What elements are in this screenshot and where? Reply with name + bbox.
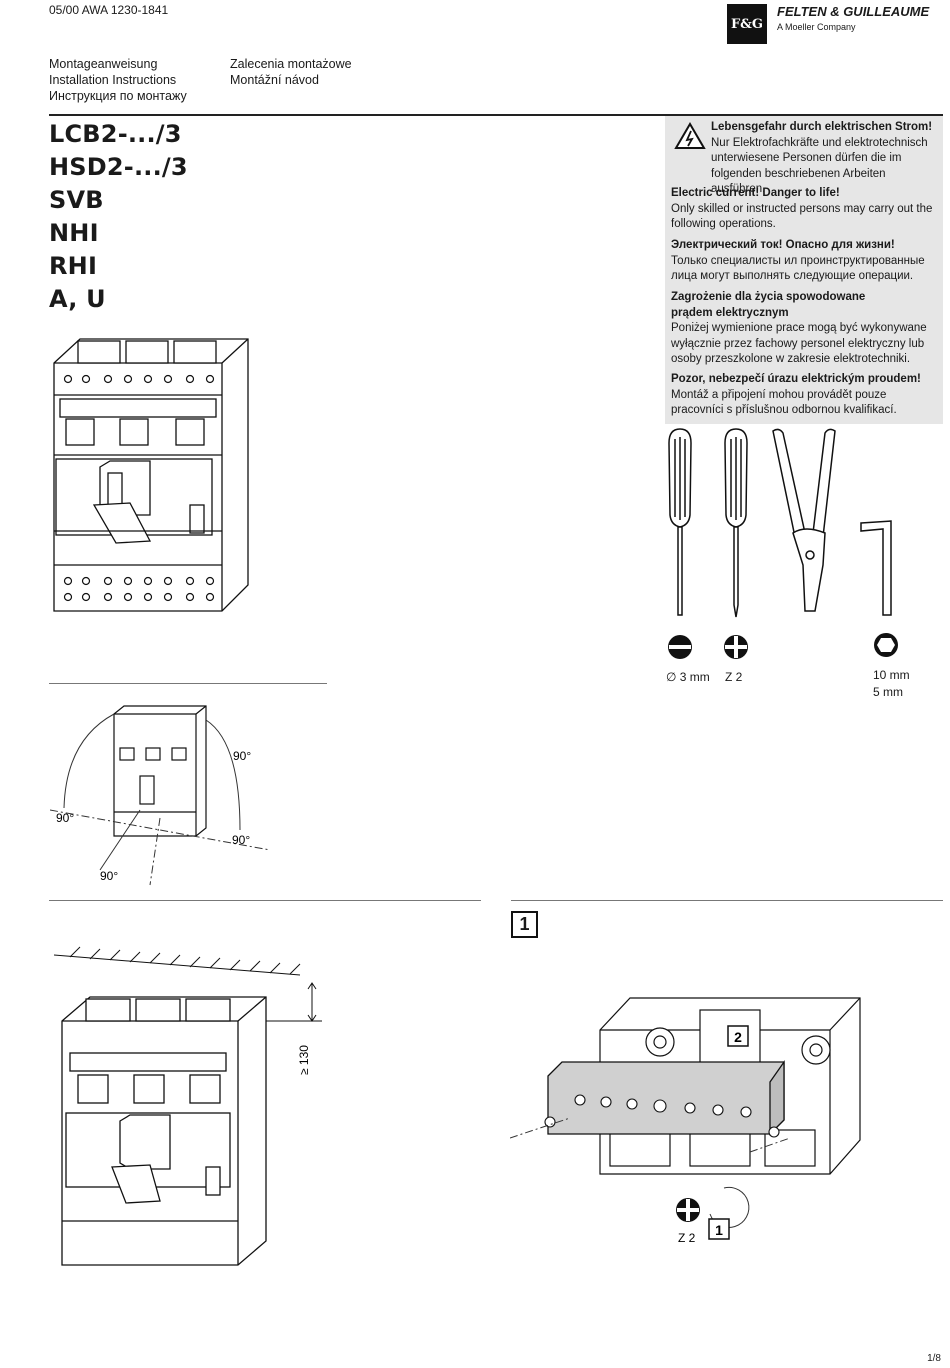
document-number: 05/00 AWA 1230-1841 bbox=[49, 3, 169, 17]
model-a-u: A, U bbox=[49, 285, 106, 313]
warning-cz-title: Pozor, nebezpečí úrazu elektrickým proud… bbox=[671, 373, 921, 385]
slotted-screwdriver-icon bbox=[668, 428, 692, 616]
phillips-bit-icon bbox=[724, 635, 748, 659]
warning-de-title: Lebensgefahr durch elektrischen Strom! bbox=[711, 121, 933, 133]
warning-pl-body: Poniżej wymienione prace mogą być wykony… bbox=[671, 322, 927, 365]
callout-2-label: 2 bbox=[734, 1029, 742, 1045]
phillips-size-label: Z 2 bbox=[725, 670, 743, 684]
warning-cz: Pozor, nebezpečí úrazu elektrickým proud… bbox=[671, 372, 941, 419]
model-list: LCB2-.../3 HSD2-.../3 SVB NHI RHI A, U bbox=[49, 118, 188, 316]
tools-illustration bbox=[668, 428, 898, 659]
model-rhi: RHI bbox=[49, 252, 98, 280]
warning-pl-title: Zagrożenie dla życia spowodowane prądem … bbox=[671, 291, 866, 319]
section-divider-1 bbox=[49, 683, 327, 684]
callout-2-box bbox=[727, 1025, 749, 1047]
warning-cz-body: Montáž a připojení mohou provádět pouze … bbox=[671, 388, 897, 417]
title-block-left: Montageanweisung Installation Instructio… bbox=[49, 56, 187, 104]
title-de: Montageanweisung bbox=[49, 57, 158, 71]
slotted-size-label: ∅ 3 mm bbox=[666, 670, 710, 684]
angle-label-right-top: 90° bbox=[233, 749, 251, 763]
high-voltage-warning-icon bbox=[674, 122, 706, 149]
brand-subtitle: A Moeller Company bbox=[777, 22, 856, 32]
warning-de: Lebensgefahr durch elektrischen Strom! N… bbox=[711, 120, 941, 198]
angle-label-bottom: 90° bbox=[100, 869, 118, 883]
hex-key-icon bbox=[860, 520, 892, 616]
callout-1-label: 1 bbox=[715, 1222, 723, 1238]
brand-logo: F&G bbox=[727, 4, 767, 44]
title-en: Installation Instructions bbox=[49, 73, 177, 87]
slot-bit-icon bbox=[668, 635, 692, 659]
step-1-illustration: 2 1 Z 2 bbox=[510, 997, 861, 1245]
title-ru: Инструкция по монтажу bbox=[49, 89, 187, 103]
phillips-screwdriver-icon bbox=[724, 428, 748, 618]
title-block-right: Zalecenia montażowe Montážní návod bbox=[230, 56, 352, 88]
angle-label-right-bottom: 90° bbox=[232, 833, 250, 847]
clearance-illustration: ≥ 130 bbox=[53, 946, 322, 1266]
model-svb: SVB bbox=[49, 186, 104, 214]
pliers-icon bbox=[772, 428, 836, 612]
model-lcb2: LCB2-.../3 bbox=[49, 120, 182, 148]
warning-en-body: Only skilled or instructed persons may c… bbox=[671, 202, 933, 231]
callout-1-box bbox=[708, 1218, 730, 1240]
section-divider-2 bbox=[49, 900, 481, 901]
page-number: 1/8 bbox=[927, 1353, 941, 1364]
header-rule bbox=[49, 114, 943, 116]
step-tool-label: Z 2 bbox=[678, 1231, 696, 1245]
model-nhi: NHI bbox=[49, 219, 99, 247]
circuit-breaker-illustration bbox=[53, 338, 249, 612]
hex-size-label-1: 10 mm bbox=[873, 668, 910, 682]
warning-ru-body: Только специалисты ил проинструктированн… bbox=[671, 254, 925, 283]
title-cz: Montážní návod bbox=[230, 73, 319, 87]
warning-en-title: Electric current! Danger to life! bbox=[671, 187, 840, 199]
phillips-bit-icon-step bbox=[676, 1198, 700, 1222]
warning-ru: Электрический ток! Опасно для жизни! Тол… bbox=[671, 238, 941, 285]
hex-bit-icon bbox=[874, 633, 898, 657]
brand-name: FELTEN & GUILLEAUME bbox=[777, 4, 930, 19]
warning-pl: Zagrożenie dla życia spowodowane prądem … bbox=[671, 290, 933, 368]
warning-en: Electric current! Danger to life! Only s… bbox=[671, 186, 941, 233]
title-pl: Zalecenia montażowe bbox=[230, 57, 352, 71]
warning-ru-title: Электрический ток! Опасно для жизни! bbox=[671, 239, 895, 251]
angle-label-left: 90° bbox=[56, 811, 74, 825]
mounting-position-illustration: 90° 90° 90° 90° bbox=[50, 705, 271, 886]
clearance-label: ≥ 130 bbox=[297, 1045, 311, 1075]
section-divider-3 bbox=[511, 900, 943, 901]
step-number-badge: 1 bbox=[511, 911, 538, 938]
safety-warning-box bbox=[665, 116, 943, 424]
model-hsd2: HSD2-.../3 bbox=[49, 153, 188, 181]
warning-de-body: Nur Elektrofachkräfte und elektrotechnis… bbox=[711, 136, 928, 196]
hex-size-label-2: 5 mm bbox=[873, 685, 903, 699]
